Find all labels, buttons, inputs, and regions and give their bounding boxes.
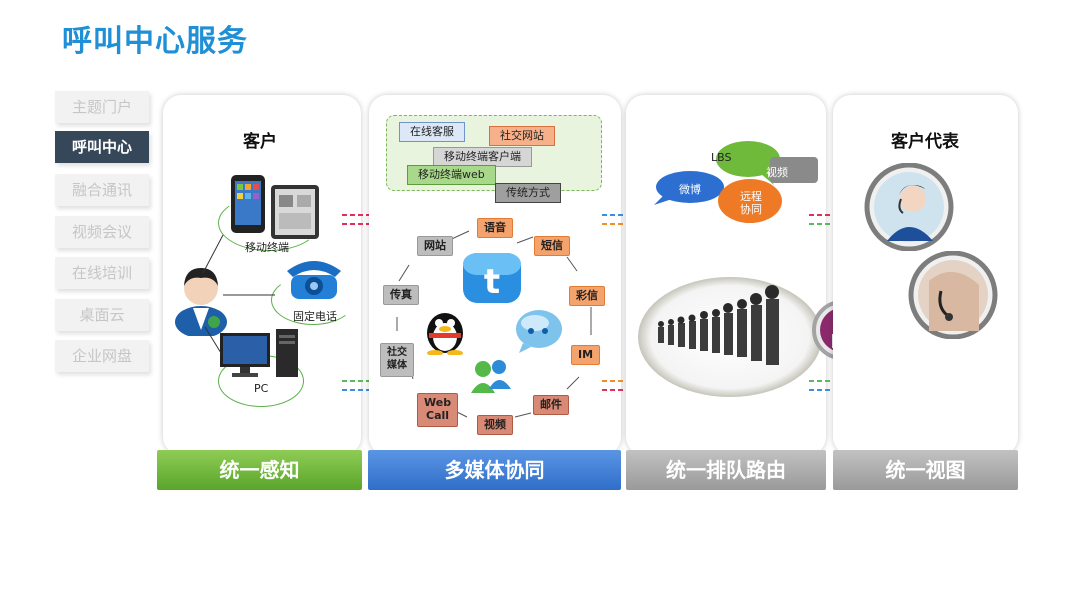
tag-social-site: 社交网站 xyxy=(489,126,555,146)
agent-photo-2 xyxy=(908,251,998,339)
channel-fax: 传真 xyxy=(383,285,419,305)
msn-users-icon xyxy=(471,360,511,393)
mobile-ring xyxy=(218,195,320,251)
panel-agent-view: 客户代表 xyxy=(833,95,1018,455)
bubble-remote: 远程 协同 xyxy=(740,190,762,216)
agent-photo-1 xyxy=(864,163,954,251)
bar-unified-queue-routing: 统一排队路由 xyxy=(626,450,826,490)
channel-bubbles xyxy=(654,141,818,223)
bubble-video: 视频 xyxy=(766,166,788,179)
desk-phone-icon xyxy=(287,261,341,299)
bar-unified-view: 统一视图 xyxy=(833,450,1018,490)
bar-multimedia-collab: 多媒体协同 xyxy=(368,450,621,490)
sidebar-item-video-conf[interactable]: 视频会议 xyxy=(55,216,149,248)
connector-lines xyxy=(202,234,275,354)
queue-people-icon xyxy=(638,277,822,397)
customer-heading: 客户 xyxy=(243,132,277,152)
sidebar-item-cloud-drive[interactable]: 企业网盘 xyxy=(55,340,149,372)
tag-mobile-web: 移动终端web xyxy=(407,165,496,185)
channel-website: 网站 xyxy=(417,236,453,256)
channel-email: 邮件 xyxy=(533,395,569,415)
agent-heading: 客户代表 xyxy=(891,132,959,152)
sidebar-item-portal[interactable]: 主题门户 xyxy=(55,91,149,123)
sidebar-item-online-training[interactable]: 在线培训 xyxy=(55,257,149,289)
tag-traditional: 传统方式 xyxy=(495,183,561,203)
channel-video: 视频 xyxy=(477,415,513,435)
qq-penguin-icon xyxy=(427,313,463,355)
page-title: 呼叫中心服务 xyxy=(62,24,248,59)
bubble-weibo: 微博 xyxy=(679,183,701,196)
mobile-label: 移动终端 xyxy=(245,241,289,254)
sidebar-item-unified-comm[interactable]: 融合通讯 xyxy=(55,174,149,206)
mobile-devices-icon xyxy=(231,175,319,239)
svg-text:t: t xyxy=(484,262,500,302)
channel-social-media: 社交 媒体 xyxy=(380,343,414,377)
user-avatar-icon xyxy=(175,268,227,336)
panel-multimedia: 在线客服 社交网站 移动终端客户端 移动终端web 传统方式 语音 短信 彩信 … xyxy=(369,95,621,455)
panel-queue-routing: LBS 视频 微博 远程 协同 xyxy=(626,95,826,455)
channel-sms: 短信 xyxy=(534,236,570,256)
channel-voice: 语音 xyxy=(477,218,513,238)
channel-webcall-line2: Call xyxy=(426,409,450,422)
bubble-remote-line1: 远程 xyxy=(740,190,762,203)
pc-label: PC xyxy=(254,382,269,395)
sidebar-item-desktop-cloud[interactable]: 桌面云 xyxy=(55,299,149,331)
channel-webcall-line1: Web xyxy=(424,396,452,409)
channel-social-line2: 媒体 xyxy=(387,360,407,371)
channel-im: IM xyxy=(571,345,601,365)
channel-mms: 彩信 xyxy=(569,286,605,306)
panel-customer: 客户 移动终端 固定电话 PC xyxy=(163,95,361,455)
twitter-logo-icon: t xyxy=(463,253,521,303)
bar-unified-perception: 统一感知 xyxy=(157,450,362,490)
tag-online-service: 在线客服 xyxy=(399,122,465,142)
bubble-remote-line2: 协同 xyxy=(740,203,762,216)
bubble-lbs: LBS xyxy=(711,151,732,164)
phone-ring xyxy=(271,275,355,325)
desktop-pc-icon xyxy=(220,329,298,377)
sidebar-item-call-center[interactable]: 呼叫中心 xyxy=(55,131,149,163)
channel-social-line1: 社交 xyxy=(387,347,407,358)
channel-webcall: Web Call xyxy=(417,393,459,427)
phone-label: 固定电话 xyxy=(293,310,337,323)
chat-bubble-icon xyxy=(516,310,562,353)
